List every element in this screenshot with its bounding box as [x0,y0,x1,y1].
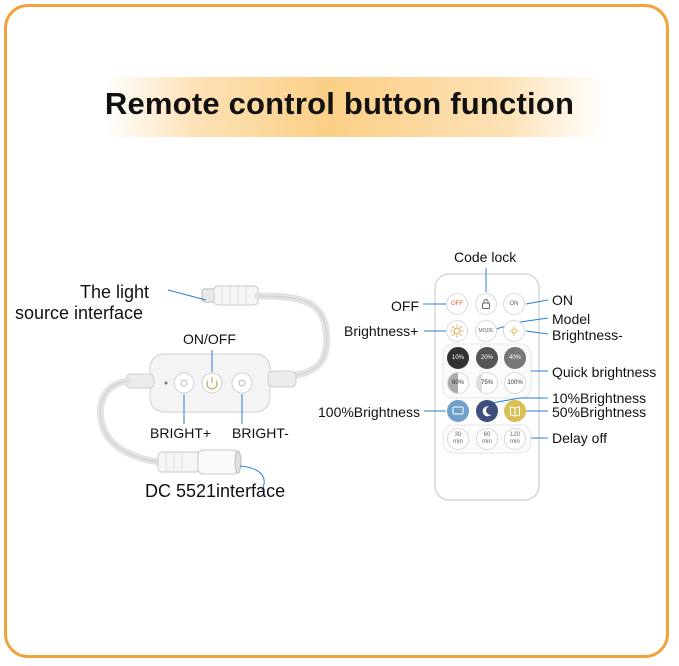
remote-on-text: ON [509,301,519,307]
q60-text: 60% [451,380,464,386]
remote-quick-60-button[interactable]: 60% [447,372,469,394]
remote-quick-40-button[interactable]: 40% [504,347,526,369]
quick-brightness-label: Quick brightness [552,364,657,380]
t30-text: 30 [454,432,462,438]
remote-quick-100-button[interactable]: 100% [504,372,526,394]
on-label: ON [552,292,573,308]
dc-socket-bottom [157,449,242,475]
light-source-label-line1: The light [80,282,150,302]
remote-mode-button[interactable]: MODE [475,320,497,342]
brightness-10-label: 10%Brightness [552,390,647,406]
title-banner [105,77,605,137]
remote-quick-75-button[interactable]: 75% [476,372,498,394]
remote-brightness-minus-button[interactable] [503,320,525,342]
t30-min-text: min [453,439,463,445]
t60-text: 60 [483,432,491,438]
lock-icon [482,299,490,309]
brightness-100-label: 100%Brightness [318,404,420,420]
remote-50-brightness-button[interactable] [504,400,526,422]
bright-plus-label: BRIGHT+ [150,425,212,441]
t120-text: 120 [509,432,520,438]
sun-icon [450,324,464,338]
remote-quick-10-button[interactable]: 10% [447,347,469,369]
sun-small-icon [509,326,519,336]
remote-off-text: OFF [451,301,463,307]
dc-plug-top [201,285,259,306]
q20-text: 20% [480,355,493,361]
remote-on-button[interactable]: ON [503,293,525,315]
remote-off-button[interactable]: OFF [446,293,468,315]
bright-minus-label: BRIGHT- [232,425,289,441]
remote-mode-text: MODE [478,328,494,334]
brightness-50-label: 50%Brightness [552,404,647,420]
remote-brightness-plus-button[interactable] [446,320,468,342]
t120-min-text: min [510,439,520,445]
on-off-label: ON/OFF [183,331,236,347]
q100-text: 100% [507,380,523,386]
book-icon [510,406,520,417]
controller-body [125,353,297,413]
code-lock-label: Code lock [454,249,517,265]
q10-text: 10% [451,355,464,361]
q75-text: 75% [480,380,493,386]
remote-100-brightness-button[interactable] [447,400,469,422]
brightness-plus-label: Brightness+ [344,323,419,339]
light-source-label-line2: source interface [15,303,144,323]
brightness-minus-label: Brightness- [552,327,623,343]
page-title: Remote control button function [104,86,575,121]
delay-off-label: Delay off [552,430,607,446]
remote-10-brightness-button[interactable] [476,400,498,422]
dc-interface-label: DC 5521interface [145,481,286,501]
remote-lock-button[interactable] [475,293,497,315]
q40-text: 40% [508,355,521,361]
moon-icon [482,406,492,417]
remote-quick-20-button[interactable]: 20% [476,347,498,369]
screen-icon [452,406,464,415]
off-label: OFF [391,298,419,314]
model-label: Model [552,311,591,327]
t60-min-text: min [482,439,492,445]
